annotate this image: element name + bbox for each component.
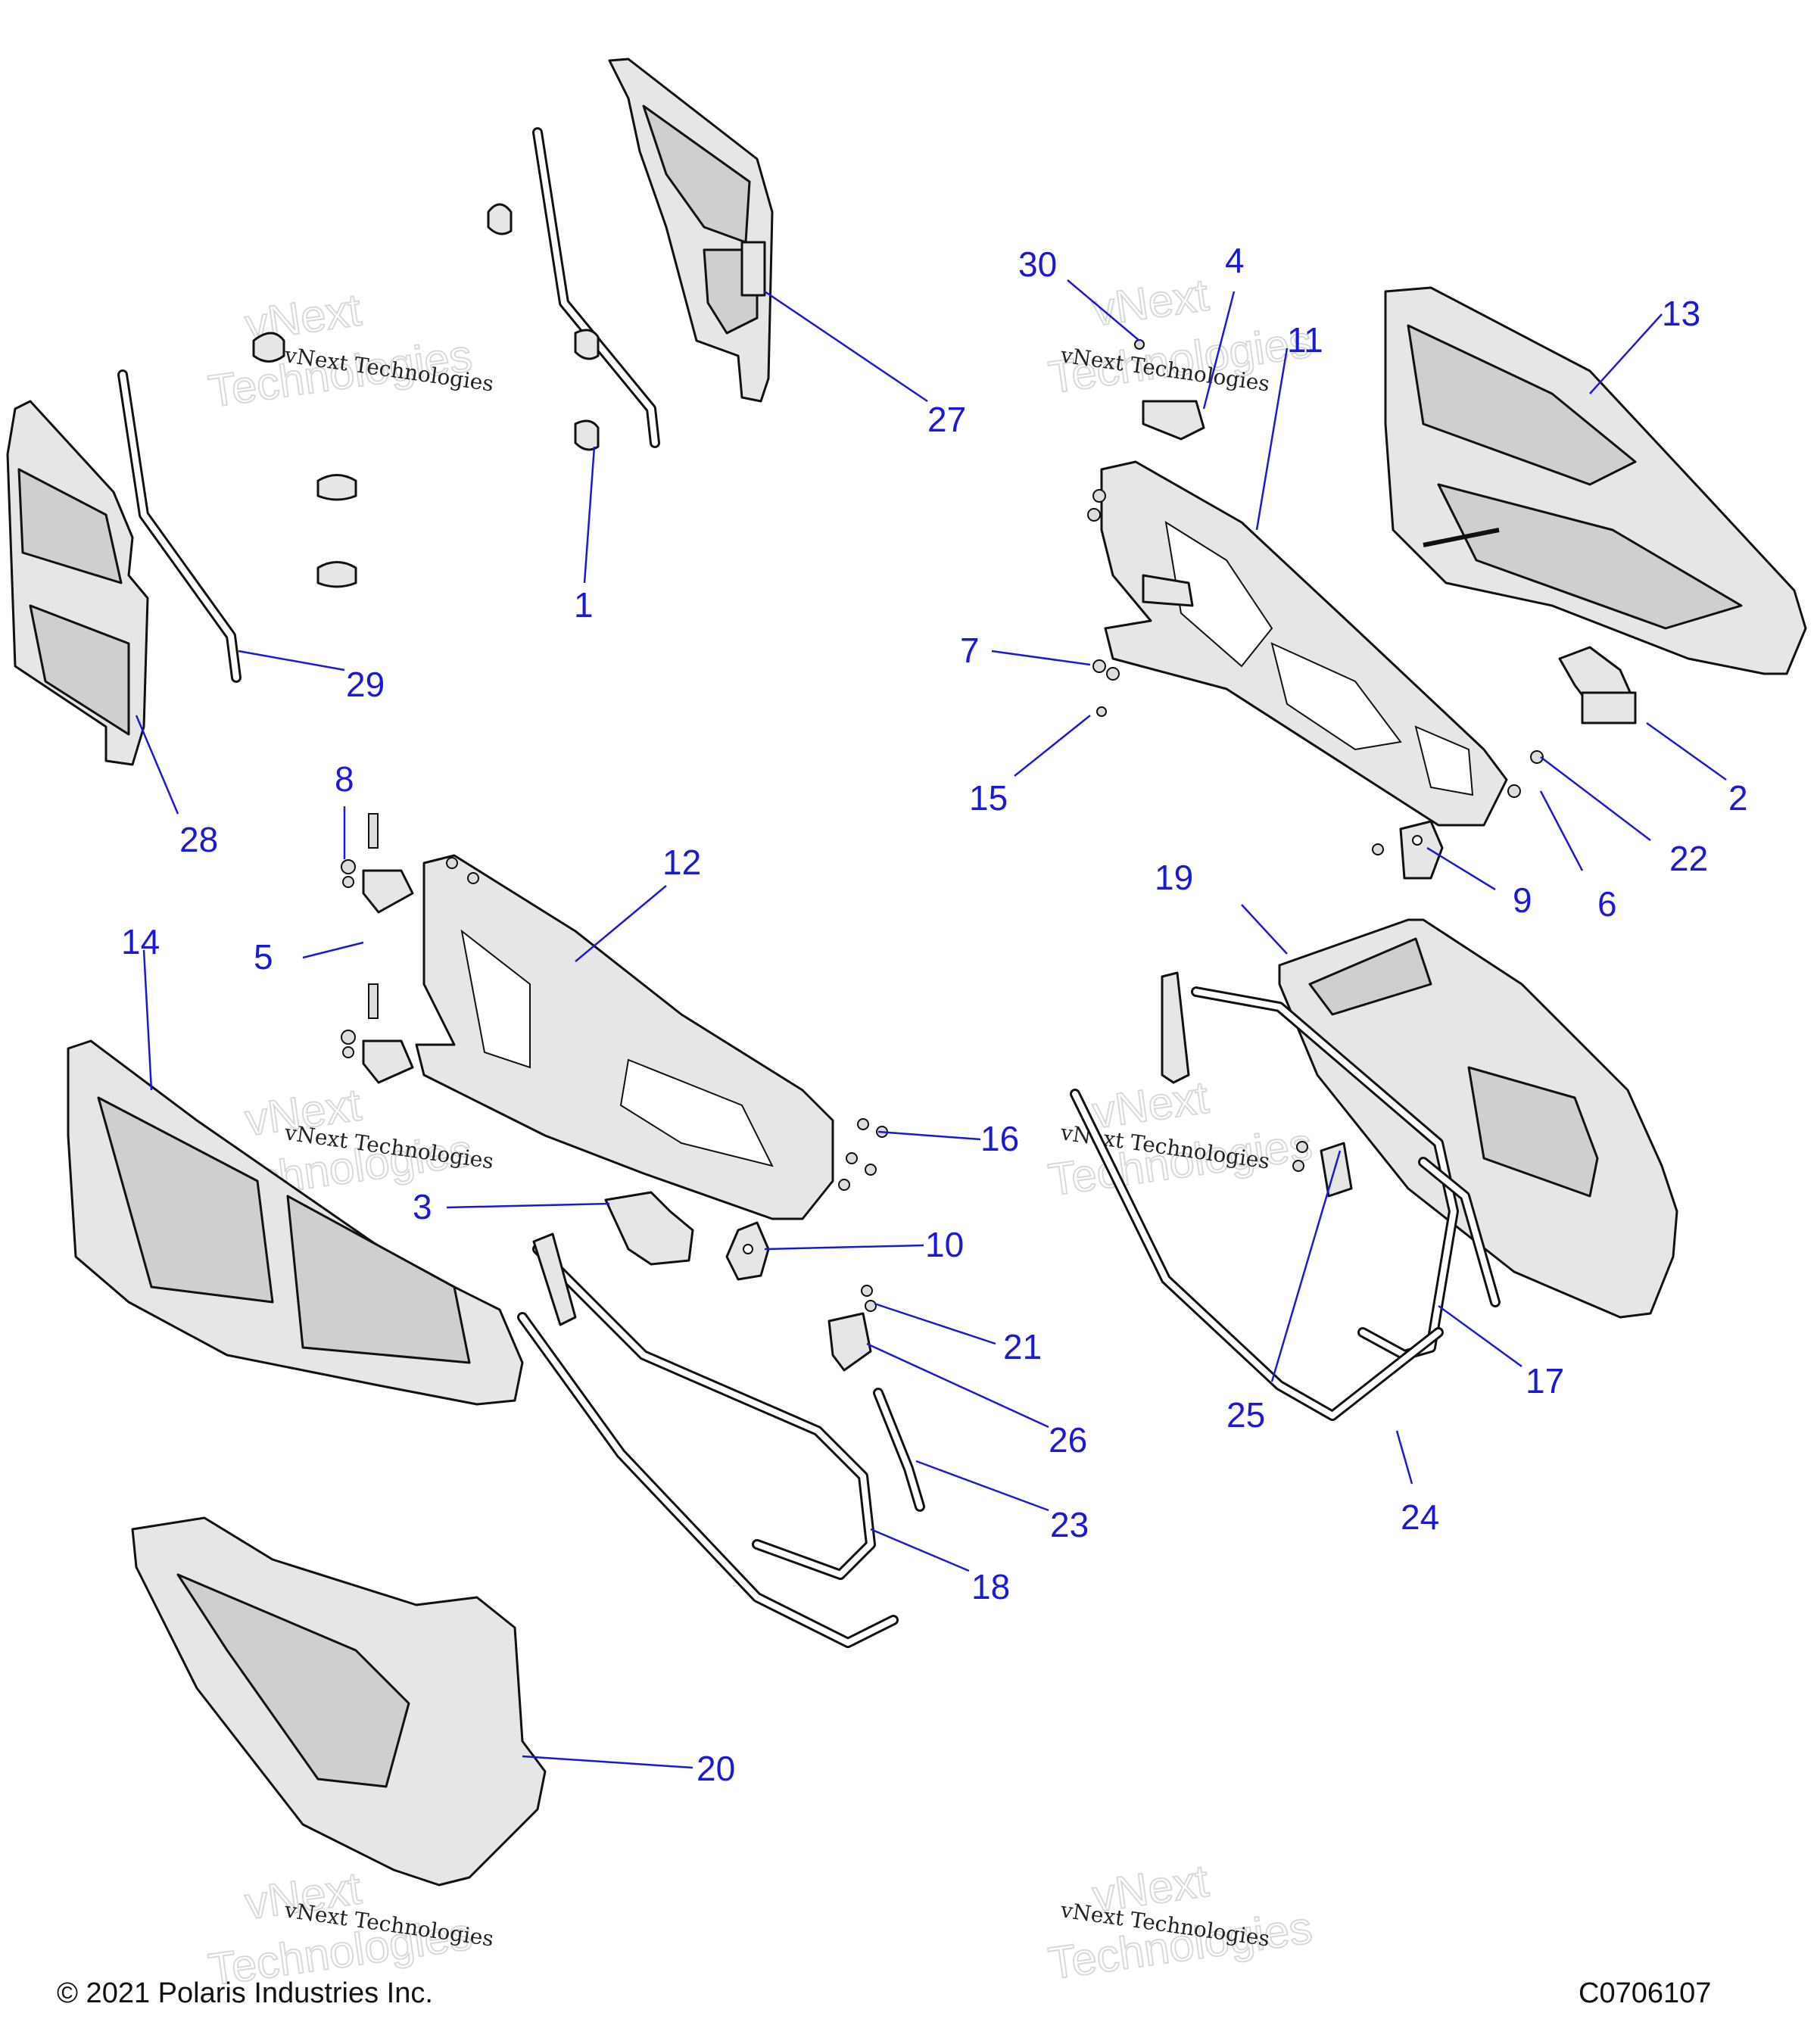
part-2-latch — [1558, 646, 1637, 724]
part-17-right-lower-frame — [1070, 971, 1459, 1421]
callout-28: 28 — [179, 820, 218, 859]
part-3-latch — [604, 1191, 694, 1266]
callout-18: 18 — [971, 1567, 1010, 1606]
part-1-clips — [252, 203, 600, 588]
callout-2: 2 — [1728, 778, 1748, 818]
callout-13: 13 — [1662, 294, 1700, 333]
callout-labels: 1 2 3 4 5 6 7 8 9 10 11 12 13 14 15 16 1… — [121, 241, 1748, 1788]
callout-9: 9 — [1513, 880, 1532, 920]
diagram-code: C0706107 — [1579, 1977, 1712, 2009]
part-12-left-door-frame — [415, 854, 834, 1220]
part-24-seal — [1418, 1157, 1501, 1307]
callout-4: 4 — [1225, 241, 1245, 280]
callout-1: 1 — [574, 585, 594, 625]
callout-3: 3 — [413, 1187, 432, 1226]
part-18-left-lower-frame — [517, 1232, 899, 1648]
part-27-upper-door-panel — [608, 58, 774, 403]
callout-24: 24 — [1401, 1497, 1439, 1537]
callout-19: 19 — [1155, 858, 1193, 897]
copyright-text: © 2021 Polaris Industries Inc. — [57, 1977, 433, 2009]
callout-17: 17 — [1526, 1361, 1564, 1401]
callout-14: 14 — [121, 922, 160, 961]
callout-10: 10 — [925, 1225, 964, 1264]
part-29-left-seal — [117, 369, 242, 683]
watermark-text: vNext — [1089, 270, 1212, 336]
fastener-group — [341, 339, 1544, 1312]
part-10-bracket — [725, 1221, 770, 1281]
callout-20: 20 — [697, 1749, 735, 1788]
part-25-bracket — [1320, 1142, 1353, 1198]
callout-5: 5 — [254, 937, 273, 977]
part-26-hinge-bracket — [827, 1312, 872, 1372]
part-9-bracket — [1399, 820, 1444, 880]
callout-26: 26 — [1049, 1420, 1087, 1460]
part-4-hinge — [1142, 400, 1205, 607]
leader-lines — [135, 279, 1727, 1769]
callout-23: 23 — [1050, 1505, 1089, 1544]
callout-30: 30 — [1018, 245, 1057, 284]
callout-7: 7 — [960, 631, 980, 670]
callout-8: 8 — [335, 759, 354, 799]
part-seal-strip-top — [532, 127, 660, 448]
part-19-right-lower-panel — [1278, 918, 1678, 1319]
part-11-right-door-frame — [1100, 460, 1508, 827]
callout-21: 21 — [1003, 1327, 1042, 1366]
part-23-seal — [873, 1388, 925, 1512]
part-28-left-door-panel — [6, 400, 149, 766]
part-20-bottom-panel — [131, 1516, 547, 1887]
callout-15: 15 — [969, 778, 1008, 818]
callout-6: 6 — [1597, 884, 1617, 924]
callout-29: 29 — [346, 665, 385, 704]
part-14-left-lower-panel — [67, 1039, 524, 1406]
callout-12: 12 — [662, 843, 701, 882]
part-13-right-door-panel — [1384, 286, 1807, 675]
callout-16: 16 — [980, 1119, 1019, 1158]
callout-25: 25 — [1226, 1395, 1265, 1435]
callout-22: 22 — [1669, 839, 1708, 878]
callout-27: 27 — [927, 400, 966, 439]
callout-11: 11 — [1287, 320, 1323, 360]
